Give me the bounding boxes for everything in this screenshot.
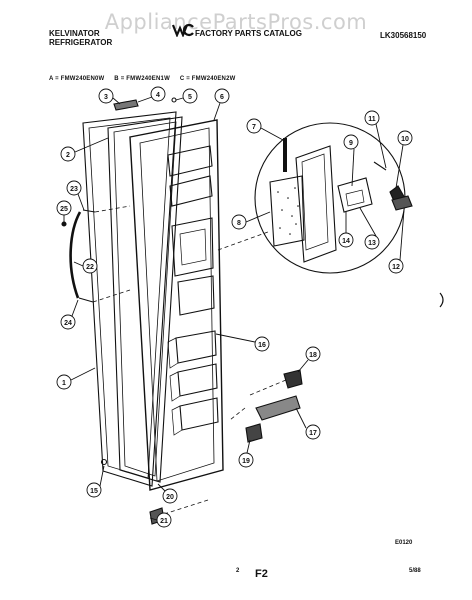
svg-text:22: 22 [86,264,94,271]
brand-header: KELVINATOR REFRIGERATOR [49,29,112,47]
callout-8: 8 [231,211,271,230]
svg-text:24: 24 [64,320,72,327]
drip-tray [255,395,301,421]
callout-24: 24 [60,299,79,330]
model-a: A = FMW240EN0W [49,76,105,82]
callout-25: 25 [56,200,72,222]
dispenser-housing [295,145,337,263]
callout-1: 1 [56,367,96,390]
svg-text:19: 19 [242,458,250,465]
svg-text:25: 25 [60,206,68,213]
callout-7: 7 [246,118,284,141]
svg-text:11: 11 [368,116,376,123]
callout-18: 18 [297,346,321,373]
callout-5: 5 [175,88,198,104]
wci-logo-icon [172,23,194,37]
door-panel [107,116,183,483]
brand-line-1: KELVINATOR [49,29,100,38]
svg-text:23: 23 [70,186,78,193]
svg-text:13: 13 [368,240,376,247]
catalog-title: FACTORY PARTS CATALOG [195,29,302,38]
svg-text:21: 21 [160,518,168,525]
svg-text:12: 12 [392,264,400,271]
svg-text:17: 17 [309,430,317,437]
door-bin-middle [177,363,218,397]
callout-17: 17 [295,407,321,440]
catalog-date: 5/88 [409,568,421,574]
door-bin-upper [175,330,217,364]
svg-text:18: 18 [309,352,317,359]
top-trim [113,99,139,111]
door-handle [69,211,82,299]
page-id: F2 [255,568,268,580]
callout-12: 12 [388,209,405,274]
door-liner [129,119,224,491]
callout-22: 22 [73,258,98,274]
svg-text:16: 16 [258,342,266,349]
actuator [391,195,413,211]
svg-text:9: 9 [349,140,353,147]
callout-9: 9 [343,134,359,187]
door-bin-lower [179,397,219,431]
callout-6: 6 [213,88,230,121]
callout-4: 4 [137,86,166,103]
insulation-panel [269,175,305,247]
callout-group: 1 2 3 4 5 6 7 8 9 10 11 12 13 14 16 17 1… [56,86,413,528]
callout-1-label: 1 [62,380,66,387]
callout-21: 21 [149,512,172,528]
svg-text:14: 14 [342,238,350,245]
callout-2: 2 [60,137,109,162]
margin-mark [439,292,444,308]
svg-text:15: 15 [90,488,98,495]
hinge-part [283,369,303,389]
callout-14: 14 [338,212,354,248]
catalog-number: LK30568150 [380,31,427,40]
brand-line-2: REFRIGERATOR [49,38,113,47]
door-gasket [82,111,177,487]
callout-20: 20 [157,483,178,504]
model-c: C = FMW240EN2W [179,76,236,82]
svg-text:4: 4 [156,92,160,99]
callout-19: 19 [238,439,254,468]
diagram-code: E0120 [395,540,413,546]
callout-15: 15 [86,465,105,498]
insulation-texture [277,187,299,235]
dispenser-recess [171,217,214,277]
svg-text:8: 8 [237,220,241,227]
callout-16: 16 [215,333,270,352]
svg-text:20: 20 [166,494,174,501]
callout-13: 13 [359,207,380,250]
callout-23: 23 [66,180,85,211]
callout-11: 11 [364,110,387,169]
svg-text:7: 7 [252,124,256,131]
callout-10: 10 [395,130,413,189]
svg-text:2: 2 [66,152,70,159]
model-list: A = FMW240EN0W B = FMW240EN1W C = FMW240… [49,76,243,82]
svg-text:5: 5 [188,94,192,101]
model-b: B = FMW240EN1W [114,76,170,82]
svg-text:3: 3 [104,94,108,101]
svg-text:6: 6 [220,94,224,101]
svg-text:10: 10 [401,136,409,143]
watermark: AppliancePartsPros.com [104,10,368,34]
page-number: 2 [236,568,240,574]
callout-3: 3 [98,88,121,105]
